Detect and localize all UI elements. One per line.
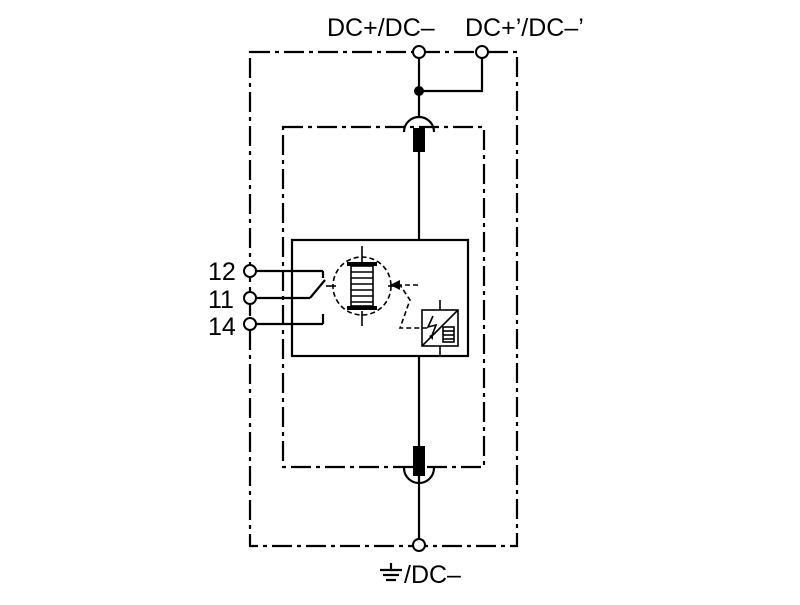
terminal-icon [243, 317, 257, 331]
pin-label-11: 11 [208, 286, 234, 314]
ground-symbol-icon [380, 563, 402, 582]
varistor-icon [326, 246, 398, 326]
label-top-left: DC+/DC– [327, 14, 435, 42]
fault-indicator-icon [421, 300, 459, 356]
protection-module [290, 238, 470, 358]
terminal-icon [475, 45, 489, 59]
inner-enclosure [281, 125, 486, 469]
label-top-right: DC+’/DC–’ [465, 14, 584, 42]
terminal-icon [243, 291, 257, 305]
bridge-wire [419, 52, 484, 93]
label-bottom: /DC– [404, 561, 461, 589]
changeover-contact-icon [243, 264, 326, 331]
terminal-icon [243, 264, 257, 278]
upper-disconnector [402, 115, 436, 152]
pin-label-14: 14 [208, 313, 236, 341]
lower-disconnector [402, 446, 436, 485]
terminal-icon [412, 538, 426, 552]
terminal-icon [412, 45, 426, 59]
pin-label-12: 12 [208, 258, 236, 286]
thermal-disconnector-icon [390, 280, 428, 329]
